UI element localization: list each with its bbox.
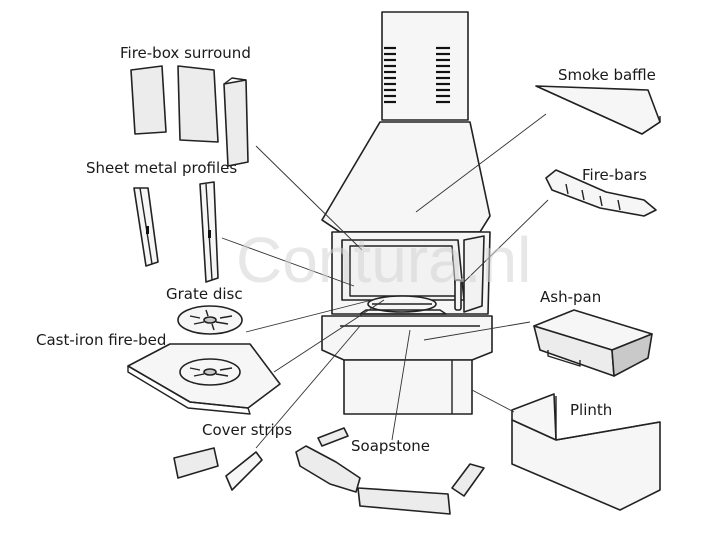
- label-cast-iron-fire-bed: Cast-iron fire-bed: [36, 331, 166, 349]
- cast-iron-fire-bed-part: [127, 343, 281, 415]
- leader-lines: [221, 113, 549, 449]
- label-firebox-surround: Fire-box surround: [120, 44, 251, 62]
- label-grate-disc: Grate disc: [166, 285, 243, 303]
- label-plinth: Plinth: [570, 401, 612, 419]
- label-ash-pan: Ash-pan: [540, 288, 601, 306]
- label-cover-strips: Cover strips: [202, 421, 292, 439]
- cover-strips-parts: [173, 447, 263, 491]
- label-fire-bars: Fire-bars: [582, 166, 647, 184]
- label-smoke-baffle: Smoke baffle: [558, 66, 656, 84]
- fire-bars-part: [545, 169, 657, 217]
- chimney-vent-slots: [384, 46, 450, 104]
- smoke-baffle-part: [535, 85, 661, 135]
- soapstone-parts: [295, 427, 485, 515]
- ash-pan-part: [533, 309, 653, 377]
- stove-body: [321, 11, 493, 415]
- label-sheet-metal-profiles: Sheet metal profiles: [86, 159, 237, 177]
- plinth-part: [511, 393, 661, 511]
- label-soapstone: Soapstone: [351, 437, 430, 455]
- sheet-metal-profiles-parts: [133, 181, 219, 283]
- watermark-text: Contura.nl: [236, 224, 531, 296]
- firebox-surround-parts: [130, 65, 249, 167]
- grate-disc-part: [177, 305, 243, 335]
